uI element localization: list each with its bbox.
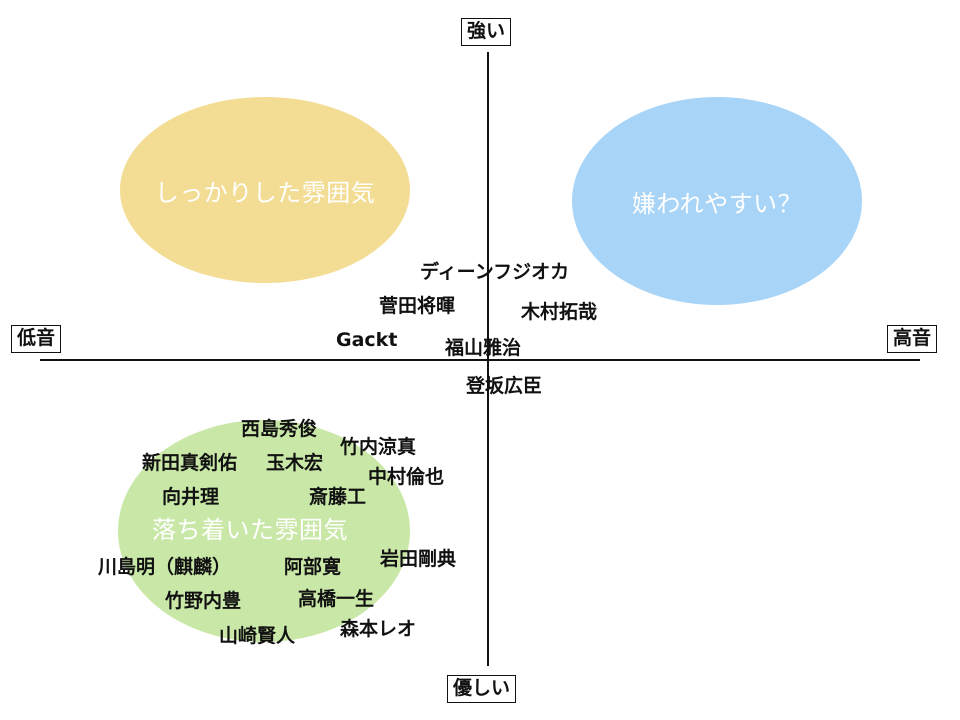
person-label: 川島明（麒麟）: [98, 556, 232, 578]
region-easily-disliked-label: 嫌われやすい？: [631, 189, 803, 218]
person-label: 岩田剛典: [380, 548, 457, 570]
person-label: 竹内涼真: [340, 436, 417, 458]
region-firm-atmosphere-label: しっかりした雰囲気: [154, 178, 376, 207]
region-easily-disliked: 嫌われやすい？: [572, 97, 862, 305]
person-label: 木村拓哉: [521, 301, 598, 323]
person-label: Gackt: [336, 329, 398, 351]
person-label: 向井理: [162, 486, 220, 508]
person-label: 福山雅治: [445, 337, 522, 359]
person-label: 中村倫也: [368, 466, 445, 488]
axis-label-low-voice: 低音: [11, 325, 62, 353]
axis-label-strong: 強い: [461, 18, 512, 46]
region-firm-atmosphere: しっかりした雰囲気: [120, 97, 410, 283]
person-label: 新田真剣佑: [142, 452, 238, 474]
person-label: 阿部寛: [284, 556, 342, 578]
horizontal-axis: [40, 359, 920, 361]
person-label: ディーンフジオカ: [420, 261, 570, 283]
axis-label-gentle: 優しい: [447, 675, 517, 703]
person-label: 菅田将暉: [379, 295, 456, 317]
vertical-axis: [487, 52, 489, 666]
region-calm-atmosphere-label: 落ち着いた雰囲気: [152, 516, 348, 544]
person-label: 西島秀俊: [241, 418, 318, 440]
axis-label-high-voice: 高音: [887, 325, 938, 353]
person-label: 登坂広臣: [466, 375, 543, 397]
person-label: 竹野内豊: [165, 590, 242, 612]
person-label: 玉木宏: [266, 452, 324, 474]
region-calm-atmosphere: 落ち着いた雰囲気: [118, 420, 410, 642]
person-label: 森本レオ: [340, 618, 417, 640]
person-label: 斎藤工: [309, 486, 367, 508]
person-label: 山崎賢人: [219, 625, 296, 647]
person-label: 高橋一生: [298, 588, 375, 610]
